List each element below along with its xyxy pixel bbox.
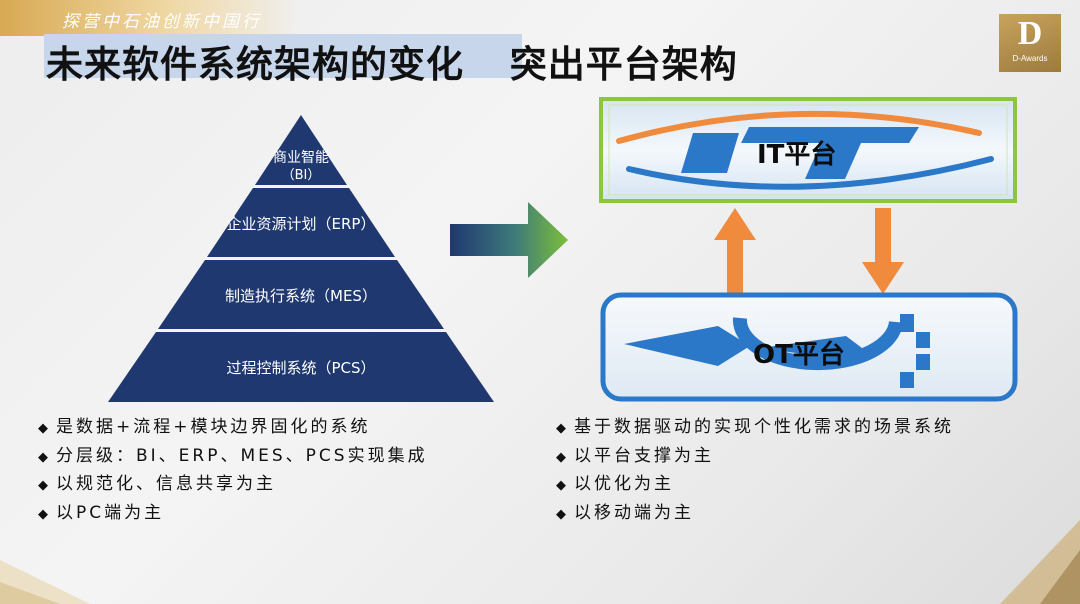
right-bullet-list: ◆基于数据驱动的实现个性化需求的场景系统 ◆以平台支撑为主 ◆以优化为主 ◆以移… [556,413,954,527]
it-platform-panel [599,97,1017,203]
list-item: ◆以平台支撑为主 [556,445,714,466]
ot-gear-tooth-4 [900,372,914,388]
decorative-corner-left [0,560,90,604]
pyramid-level-pcs-shape [108,332,494,402]
logo-letter: D [1017,15,1043,52]
diamond-bullet-icon: ◆ [556,506,566,522]
pyramid-bi-name: 商业智能 [273,150,329,166]
diamond-bullet-icon: ◆ [38,449,48,465]
ot-gear-tooth-2 [916,332,930,348]
decorative-corner-right [1000,520,1080,604]
title-highlight [44,34,522,78]
ot-gear-tooth-1 [900,314,914,332]
ot-right-wing [760,336,862,360]
pyramid-level-mes-shape [158,260,444,329]
ot-gear-tooth-3 [916,354,930,370]
diamond-bullet-icon: ◆ [556,449,566,465]
it-orange-arc [616,110,982,144]
ot-left-wing [624,326,750,366]
transition-arrow [450,202,568,278]
pyramid-label-mes: 制造执行系统（MES） [225,287,377,305]
architecture-pyramid: 商业智能 （BI） 企业资源计划（ERP） 制造执行系统（MES） 过程控制系统… [96,113,506,405]
ot-platform-label: OT平台 [753,340,845,370]
list-item: ◆以移动端为主 [556,502,694,523]
arrow-up-ot-to-it [714,208,756,294]
pyramid-label-erp: 企业资源计划（ERP） [226,215,376,233]
arrow-down-it-to-ot [862,208,904,294]
title-part2: 突出平台架构 [509,43,738,86]
banner-text: 探营中石油创新中国行 [62,12,262,32]
pyramid-label-bi: 商业智能 （BI） [236,149,366,185]
left-bullet-list: ◆是数据+流程+模块边界固化的系统 ◆分层级：BI、ERP、MES、PCS实现集… [38,413,428,527]
header-banner: 探营中石油创新中国行 [0,0,300,36]
ot-gear-ring [732,317,903,371]
list-item: ◆以PC端为主 [38,502,165,523]
list-item: ◆是数据+流程+模块边界固化的系统 [38,417,371,437]
diamond-bullet-icon: ◆ [556,478,566,493]
diamond-bullet-icon: ◆ [38,506,48,522]
title-part1: 未来软件系统架构的变化 [46,43,464,86]
list-item: ◆分层级：BI、ERP、MES、PCS实现集成 [38,445,428,466]
it-logo-t-shape [741,127,919,179]
it-logo-i-shape [681,133,739,173]
pyramid-graphic [108,115,494,402]
it-blue-arc [626,156,994,190]
ot-platform-panel [600,292,1018,402]
list-item: ◆基于数据驱动的实现个性化需求的场景系统 [556,417,954,437]
pyramid-label-pcs: 过程控制系统（PCS） [226,359,376,377]
pyramid-level-erp-shape [207,188,395,257]
list-item: ◆以规范化、信息共享为主 [38,474,276,494]
logo-caption: D-Awards [1012,54,1048,63]
diamond-bullet-icon: ◆ [38,478,48,493]
d-awards-logo: D D-Awards [999,14,1061,72]
diamond-bullet-icon: ◆ [556,421,566,436]
diamond-bullet-icon: ◆ [38,421,48,436]
pyramid-level-bi-shape [255,115,347,185]
list-item: ◆以优化为主 [556,474,674,494]
pyramid-bi-abbr: （BI） [281,168,321,183]
title-text: 未来软件系统架构的变化 突出平台架构 [46,34,738,88]
it-platform-label: IT平台 [757,140,837,170]
